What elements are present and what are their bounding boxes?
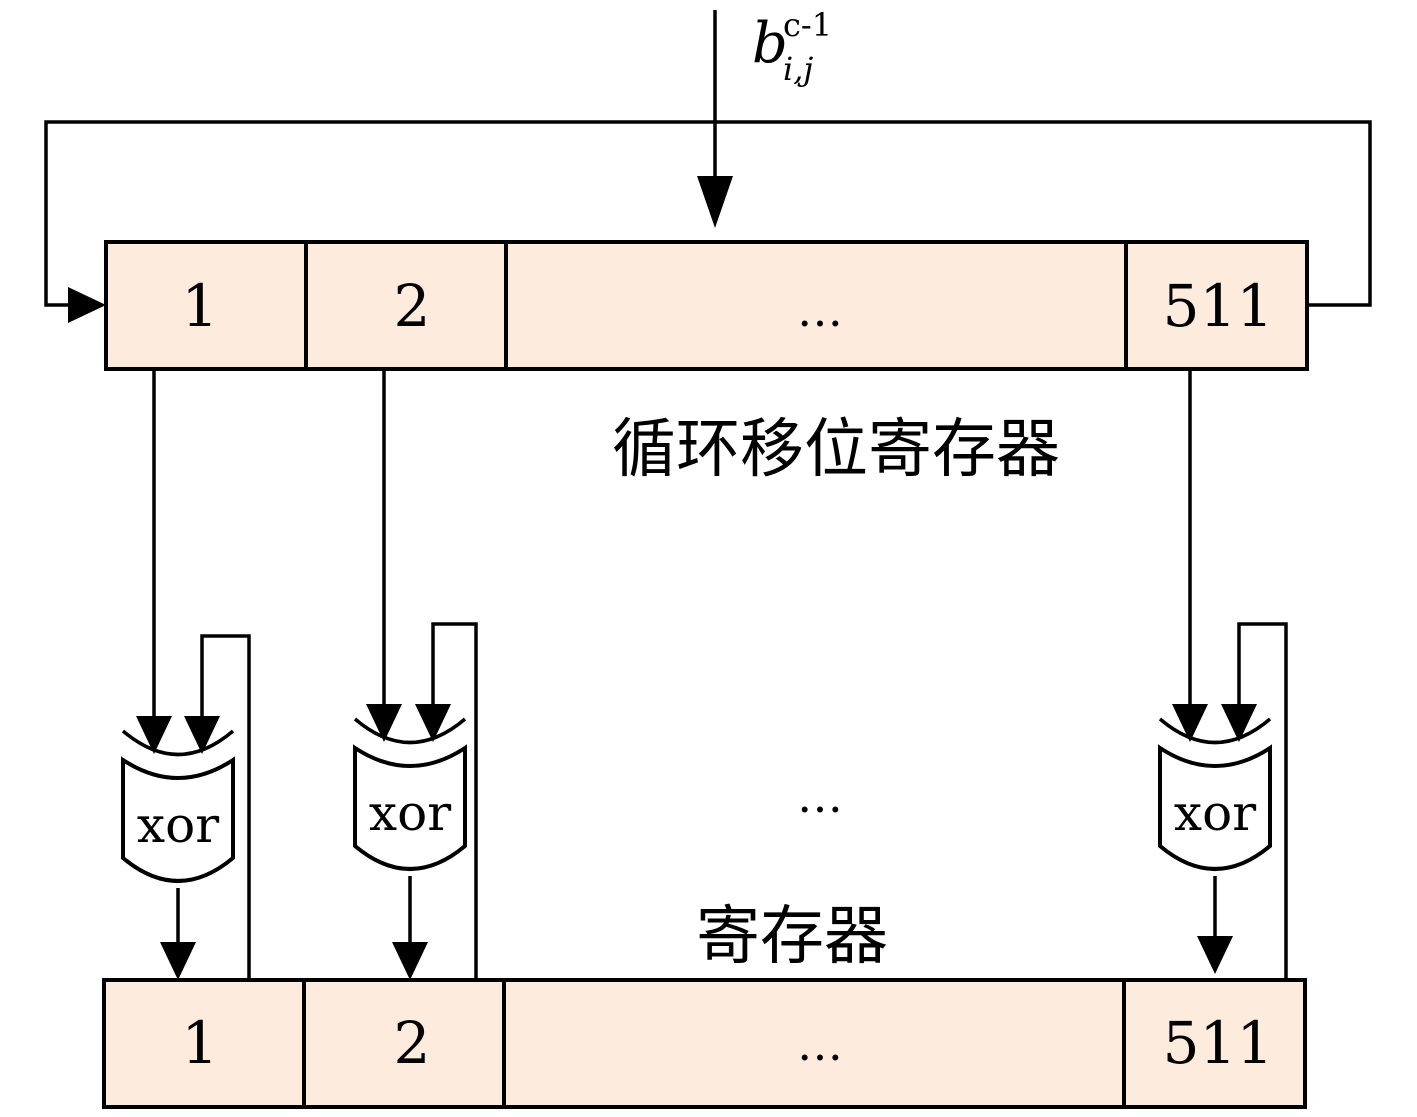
- register-cell-ellipsis: [502, 978, 1126, 1109]
- xor-gate-511-label: xor: [1174, 784, 1256, 842]
- register-cell-2-label: 2: [394, 1009, 431, 1077]
- register-cell-1: [102, 978, 306, 1109]
- register-cell-1-label: 1: [182, 1009, 219, 1077]
- register-feedback-arrow-1: [184, 716, 220, 754]
- xor-output-arrow-2: [392, 942, 428, 980]
- input-label-base: b: [752, 11, 788, 76]
- shift-to-xor-arrow-2: [366, 704, 402, 742]
- shift-register-cell-2: [304, 240, 508, 371]
- register-cell-511-label: 511: [1163, 1009, 1274, 1077]
- input-arrowhead: [697, 176, 733, 228]
- xor-gate-511: xor: [1158, 717, 1272, 871]
- register-label: 寄存器: [696, 900, 888, 974]
- input-label-subscript: i,j: [783, 50, 813, 88]
- shift-register-label: 循环移位寄存器: [612, 413, 1060, 487]
- register-cell-511: [1122, 978, 1307, 1109]
- xor-gate-2-inlet: [353, 717, 467, 745]
- feedback-arrowhead: [68, 287, 106, 323]
- shift-to-xor-arrow-1: [136, 716, 172, 754]
- xor-gate-511-body: [1158, 744, 1272, 871]
- shift-register-cell-ellipsis-label: …: [797, 283, 843, 337]
- xor-output-arrow-511: [1197, 936, 1233, 974]
- register-feedback-line-2: [431, 622, 478, 980]
- register: 1 2 … 511: [102, 978, 1307, 1109]
- shift-register-cell-511-label: 511: [1163, 272, 1274, 340]
- xor-gate-1-label: xor: [137, 796, 219, 854]
- register-feedback-arrow-2: [415, 704, 451, 742]
- shift-register-cell-1-label: 1: [182, 272, 219, 340]
- shift-register: 1 2 … 511: [104, 240, 1309, 371]
- xor-gate-1-inlet: [121, 729, 235, 757]
- shift-register-cell-ellipsis: [504, 240, 1128, 371]
- feedback-loop-line: [44, 120, 1372, 307]
- input-label-superscript: c-1: [783, 6, 832, 44]
- input-label: b c-1 i,j: [752, 6, 837, 88]
- shift-register-cell-511: [1124, 240, 1309, 371]
- shift-register-cell-2-label: 2: [394, 272, 431, 340]
- xor-gate-511-inlet: [1158, 717, 1272, 745]
- register-cell-ellipsis-label: …: [797, 1017, 843, 1071]
- register-feedback-arrow-511: [1221, 704, 1257, 742]
- shift-register-cell-1: [104, 240, 308, 371]
- xor-gate-2-body: [353, 744, 467, 871]
- shift-to-xor-arrow-511: [1172, 704, 1208, 742]
- xor-gate-1: xor: [121, 729, 235, 883]
- register-feedback-line-511: [1237, 622, 1288, 980]
- xor-gate-2-label: xor: [369, 784, 451, 842]
- xor-gates-ellipsis: …: [797, 769, 843, 823]
- xor-gate-1-body: [121, 756, 235, 883]
- xor-gate-2: xor: [353, 717, 467, 871]
- xor-output-arrow-1: [160, 942, 196, 980]
- register-feedback-line-1: [200, 634, 251, 980]
